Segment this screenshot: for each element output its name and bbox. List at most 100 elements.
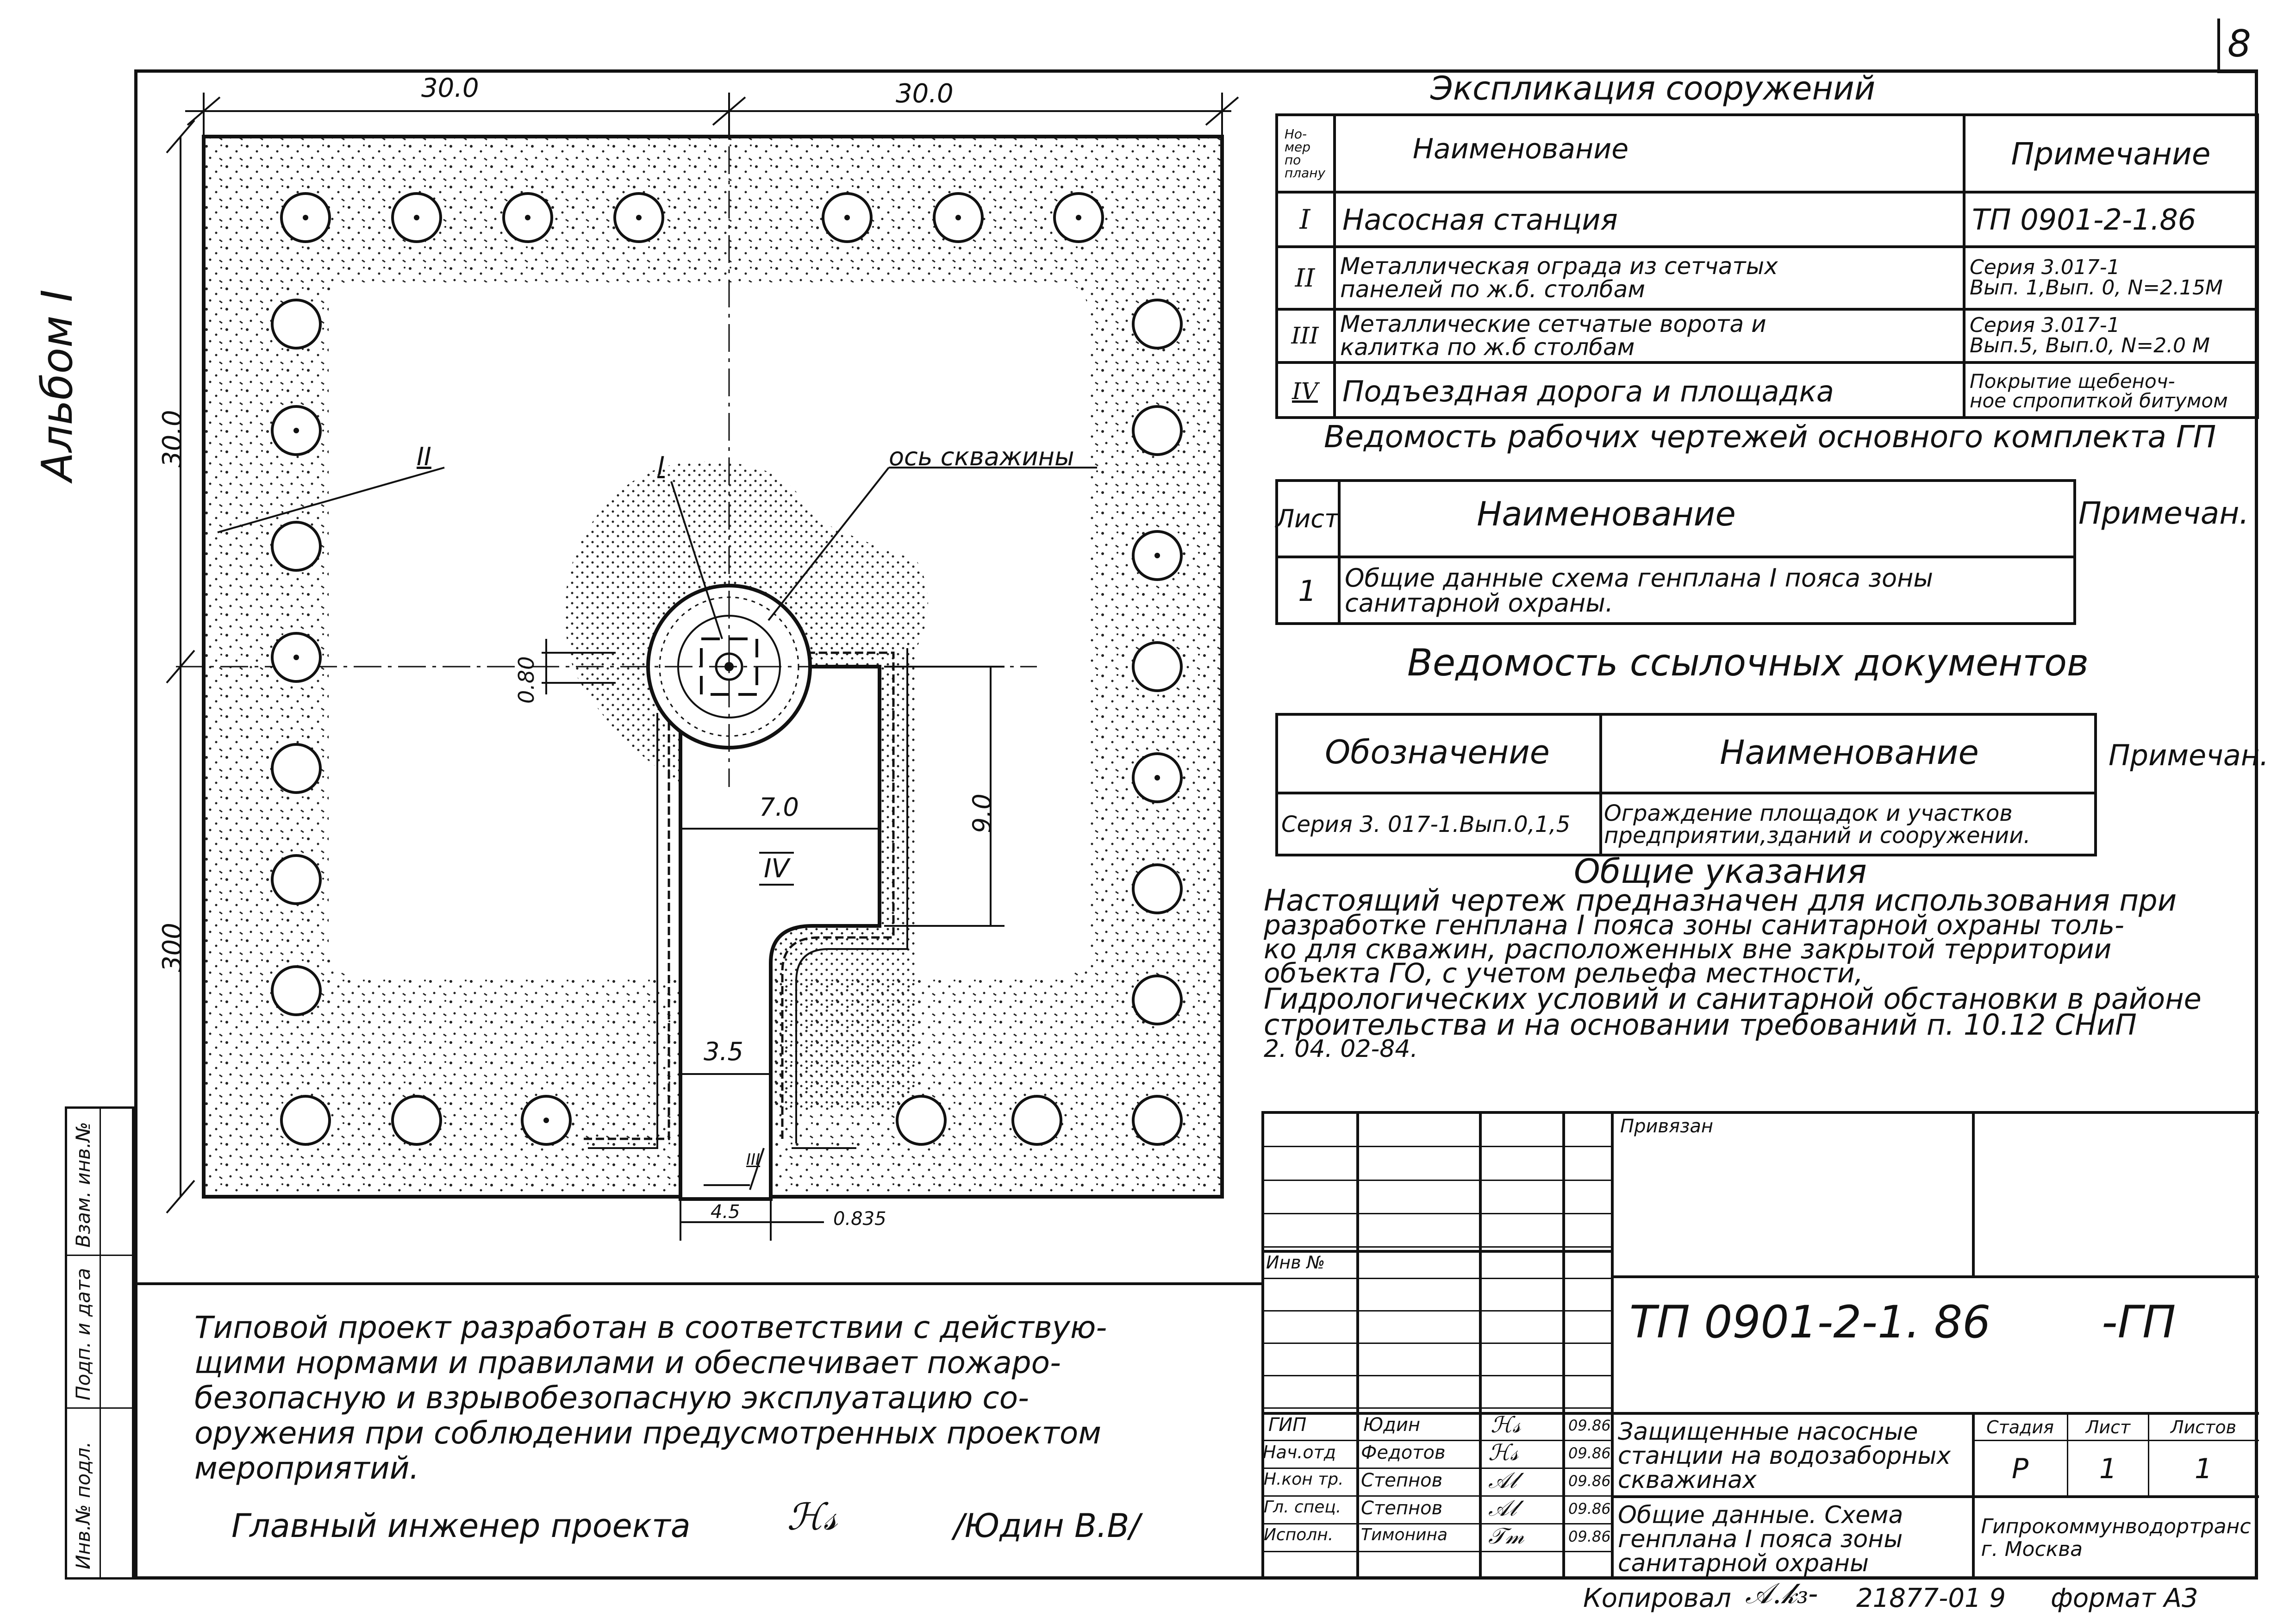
explication-row-note: ТП 0901-2-1.86 xyxy=(1972,202,2196,237)
role-name: Степнов xyxy=(1361,1470,1443,1491)
role-date: 09.86 xyxy=(1568,1417,1611,1434)
explication-row-num: IV xyxy=(1292,378,1318,405)
explication-row-name: Насосная станция xyxy=(1342,202,1618,237)
copied-label: Копировал xyxy=(1583,1583,1731,1613)
drawings-header-sheet: Лист xyxy=(1275,504,1339,533)
engineer-signature: ℋ𝓈 xyxy=(787,1495,837,1538)
drawing-code: ТП 0901-2-1. 86 xyxy=(1629,1296,1991,1348)
stage-header: Стадия xyxy=(1986,1417,2054,1437)
notes-line: разработке генплана I пояса зоны санитар… xyxy=(1264,909,2124,941)
sheets-value: 1 xyxy=(2194,1452,2213,1485)
inv-no-label: Инв № xyxy=(1266,1252,1325,1273)
dim-left-lower: 300 xyxy=(157,923,187,972)
signature: 𝒜𝓁 xyxy=(1488,1468,1517,1493)
sheet-number: 8 xyxy=(2227,22,2251,65)
references-header-name: Наименование xyxy=(1720,733,1979,772)
statement-line: безопасную и взрывобезопасную эксплуатац… xyxy=(194,1380,1029,1416)
signature: ℋ𝓈 xyxy=(1488,1440,1519,1466)
notes-body: Настоящий чертеж предназначен для исполь… xyxy=(1264,884,2245,1063)
label-fence: II xyxy=(417,442,431,471)
sheet-number-box xyxy=(2217,19,2258,73)
road-platform xyxy=(679,665,881,1201)
drawings-title: Ведомость рабочих чертежей основного ком… xyxy=(1324,419,2216,455)
drawings-header-name: Наименование xyxy=(1477,494,1736,533)
notes-line: 2. 04. 02-84. xyxy=(1264,1035,1418,1063)
role-label: Исполн. xyxy=(1264,1525,1334,1544)
notes-line: Настоящий чертеж предназначен для исполь… xyxy=(1264,884,2177,918)
drawings-row-sheet: 1 xyxy=(1298,574,1316,608)
role-label: Н.кон тр. xyxy=(1264,1470,1344,1489)
label-station: I xyxy=(657,451,665,481)
engineer-name: /Юдин В.В/ xyxy=(954,1507,1140,1545)
sheet-value: 1 xyxy=(2099,1452,2117,1485)
label-gate: III xyxy=(746,1150,761,1169)
engineer-label: Главный инженер проекта xyxy=(231,1507,691,1545)
explication-row-note: Серия 3.017-1 Вып.5, Вып.0, N=2.0 М xyxy=(1970,313,2210,357)
references-row-name: Ограждение площадок и участков предприят… xyxy=(1604,800,2031,849)
explication-row-note: Серия 3.017-1 Вып. 1,Вып. 0, N=2.15М xyxy=(1970,256,2223,300)
explication-header-num: Но- мер по плану xyxy=(1284,126,1326,181)
stamp-sign-date: Подп. и дата xyxy=(72,1268,94,1400)
dim-well-offset: 0.80 xyxy=(514,656,539,704)
signature: ℋ𝓈 xyxy=(1491,1412,1521,1438)
references-title: Ведомость ссылочных документов xyxy=(1407,641,2089,684)
signature: 𝒜𝓁 xyxy=(1488,1495,1517,1521)
sheet-header: Лист xyxy=(2085,1417,2131,1437)
role-name: Федотов xyxy=(1361,1442,1446,1463)
dim-road-width: 7.0 xyxy=(759,793,799,822)
format-label: формат А3 xyxy=(2051,1583,2198,1613)
references-row-code: Серия 3. 017-1.Вып.0,1,5 xyxy=(1281,812,1571,837)
explication-title: Экспликация сооружений xyxy=(1430,69,1876,107)
statement-line: оружения при соблюдении предусмотренных … xyxy=(194,1415,1102,1451)
references-header-note: Примечан. xyxy=(2109,738,2269,772)
privyazan-label: Привязан xyxy=(1620,1116,1714,1137)
statement-line: Типовой проект разработан в соответствии… xyxy=(194,1310,1107,1345)
project-title: Защищенные насосные станции на водозабор… xyxy=(1618,1418,1951,1494)
order-number: 21877-01 9 xyxy=(1856,1583,2006,1613)
explication-header-name: Наименование xyxy=(1412,133,1629,165)
drawing-frame xyxy=(134,69,2258,1580)
drawings-table xyxy=(1275,479,2076,625)
dim-gate-offset: 0.835 xyxy=(833,1208,886,1230)
explication-row-name: Металлические сетчатые ворота и калитка … xyxy=(1340,311,1766,361)
role-name: Степнов xyxy=(1361,1498,1443,1519)
notes-line: Гидрологических условий и санитарной обс… xyxy=(1264,982,2202,1016)
label-well-axis: ось скважины xyxy=(889,442,1074,471)
statement: Типовой проект разработан в соответствии… xyxy=(194,1310,1254,1486)
explication-row-name: Металлическая ограда из сетчатых панелей… xyxy=(1340,253,1778,303)
stamp-replacement-inv: Взам. инв.№ xyxy=(72,1122,94,1248)
album-label: Альбом I xyxy=(32,289,82,481)
dim-road-length: 9.0 xyxy=(967,793,997,833)
explication-row-num: II xyxy=(1295,263,1315,293)
dim-road-narrow: 3.5 xyxy=(704,1037,743,1066)
notes-title: Общие указания xyxy=(1574,852,1867,891)
references-header-code: Обозначение xyxy=(1325,733,1550,771)
label-road: IV xyxy=(759,852,794,886)
role-label: Нач.отд xyxy=(1263,1442,1336,1462)
drawing-code-suffix: -ГП xyxy=(2102,1296,2176,1348)
signature: 𝒯𝓂 xyxy=(1488,1523,1524,1549)
organization: Гипрокоммунводортранс г. Москва xyxy=(1981,1515,2251,1561)
trees xyxy=(271,192,1183,1146)
drawings-header-note: Примечан. xyxy=(2078,495,2249,531)
explication-row-note: Покрытие щебеноч- ное спропиткой битумом xyxy=(1970,370,2228,412)
dim-left-upper: 30.0 xyxy=(157,410,187,468)
copied-signature: 𝒜.𝓀₃- xyxy=(1745,1576,1818,1610)
stage-value: Р xyxy=(2011,1452,2029,1485)
dim-top-right: 30.0 xyxy=(896,79,954,109)
dim-gate-width: 4.5 xyxy=(711,1201,740,1223)
statement-line: мероприятий. xyxy=(194,1450,419,1486)
drawings-row-name: Общие данные схема генплана I пояса зоны… xyxy=(1345,563,1934,618)
role-date: 09.86 xyxy=(1568,1528,1611,1545)
explication-table xyxy=(1275,113,2259,419)
statement-line: щими нормами и правилами и обеспечивает … xyxy=(194,1345,1061,1380)
stamp-inv-original: Инв.№ подл. xyxy=(72,1441,94,1569)
role-label: Гл. спец. xyxy=(1264,1498,1341,1517)
role-label: ГИП xyxy=(1268,1414,1307,1436)
role-date: 09.86 xyxy=(1568,1500,1611,1518)
sheets-header: Листов xyxy=(2171,1417,2236,1437)
role-date: 09.86 xyxy=(1568,1444,1611,1462)
site-plan xyxy=(166,93,1239,1241)
role-name: Тимонина xyxy=(1361,1525,1448,1544)
notes-line: объекта ГО, с учетом рельефа местности, xyxy=(1264,957,1863,989)
